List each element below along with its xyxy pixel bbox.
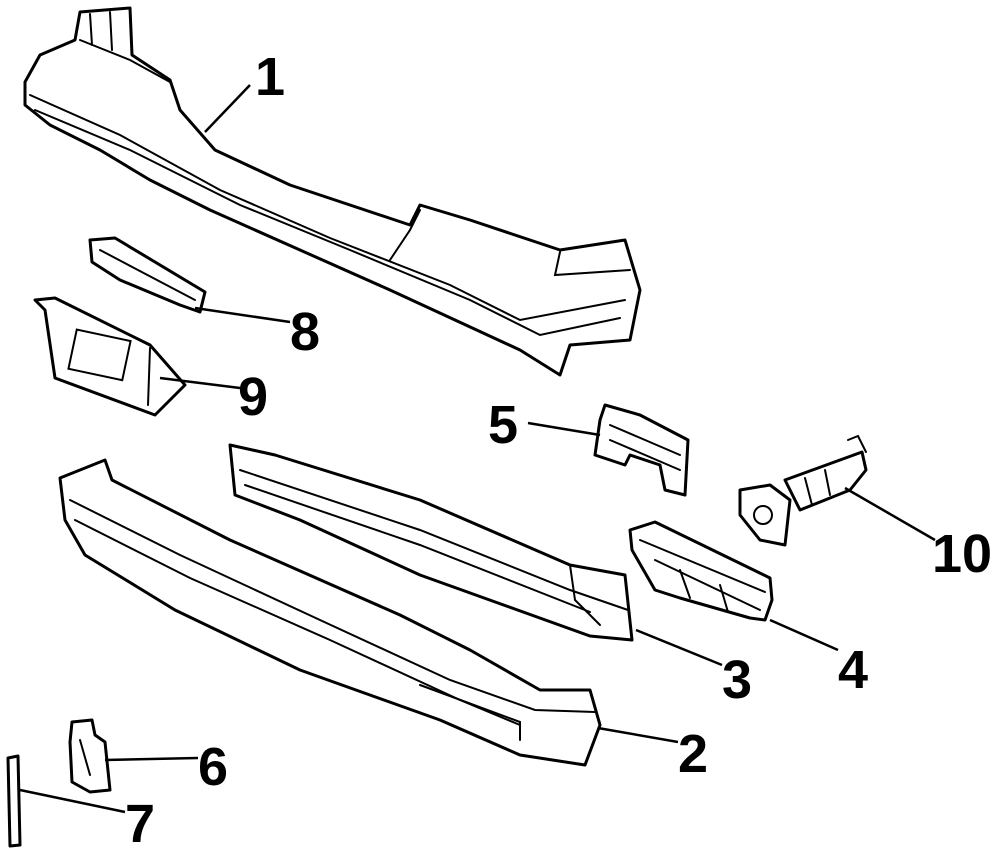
callout-8: 8 bbox=[290, 302, 320, 362]
callout-10: 10 bbox=[932, 524, 992, 584]
part-1-bumper-cover bbox=[23, 6, 642, 377]
leader-6 bbox=[104, 756, 199, 762]
callouts: 1 8 9 5 10 3 4 2 6 7 bbox=[125, 47, 992, 853]
callout-5: 5 bbox=[488, 395, 518, 455]
leader-4 bbox=[769, 618, 839, 652]
callout-1: 1 bbox=[255, 47, 285, 107]
leader-8 bbox=[194, 306, 291, 324]
callout-3: 3 bbox=[722, 650, 752, 710]
leader-lines bbox=[19, 84, 936, 814]
part-6-clip bbox=[68, 718, 112, 794]
callout-7: 7 bbox=[125, 794, 155, 853]
leader-3 bbox=[635, 628, 723, 667]
callout-2: 2 bbox=[678, 724, 708, 784]
part-7-strip bbox=[6, 754, 22, 848]
part-5-bracket bbox=[593, 403, 690, 497]
leader-5 bbox=[527, 421, 601, 437]
leader-7 bbox=[19, 788, 126, 814]
part-10-energy-absorber bbox=[738, 434, 868, 547]
leader-2 bbox=[597, 726, 679, 744]
callout-4: 4 bbox=[838, 640, 868, 700]
part-2-lower-bumper bbox=[58, 458, 602, 767]
leader-9 bbox=[159, 376, 241, 390]
part-8-filler-strip bbox=[88, 236, 207, 314]
part-3-reinforcement bbox=[228, 443, 634, 642]
callout-9: 9 bbox=[238, 367, 268, 427]
leader-1 bbox=[204, 84, 251, 133]
leader-10 bbox=[844, 486, 936, 542]
callout-6: 6 bbox=[198, 737, 228, 797]
part-9-license-bracket bbox=[33, 296, 187, 417]
part-4-impact-bracket bbox=[628, 520, 774, 622]
